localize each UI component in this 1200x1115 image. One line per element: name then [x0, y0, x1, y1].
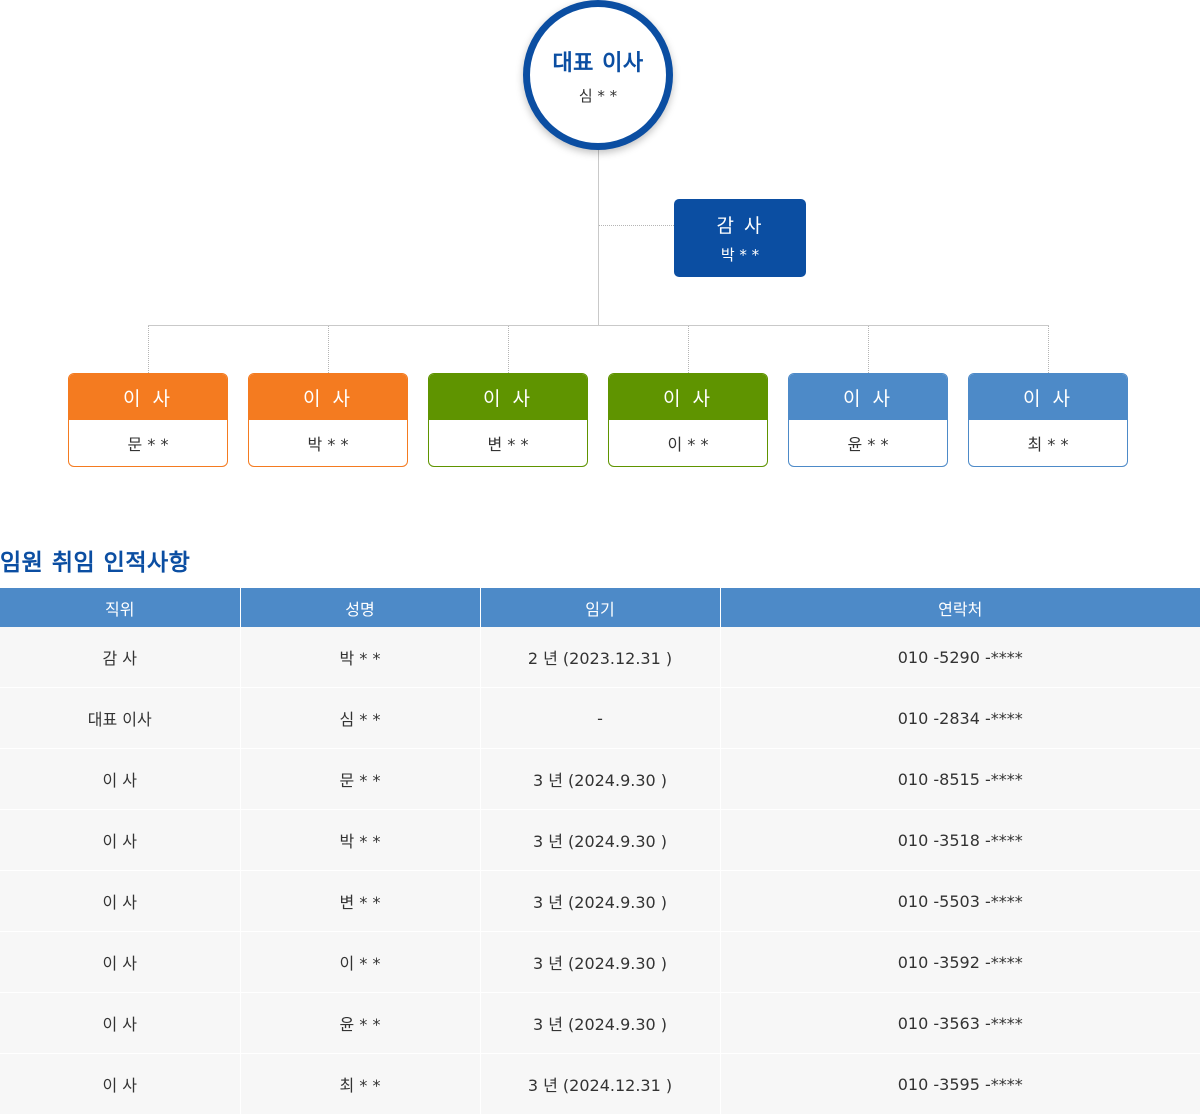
- cell-contact: 010 -3592 -****: [719, 931, 1200, 993]
- cell-position: 이 사: [0, 870, 240, 932]
- director-name: 윤 * *: [847, 435, 889, 454]
- director-title: 이 사: [429, 374, 587, 420]
- ceo-name: 심 * *: [578, 86, 618, 105]
- director-title: 이 사: [789, 374, 947, 420]
- cell-term: 3 년 (2024.9.30 ): [479, 809, 720, 871]
- cell-contact: 010 -2834 -****: [719, 687, 1200, 749]
- director-connector: [508, 326, 509, 373]
- cell-contact: 010 -3563 -****: [719, 992, 1200, 1054]
- director-connector: [148, 326, 149, 373]
- cell-term: -: [479, 687, 720, 749]
- cell-name: 박 * *: [239, 627, 480, 688]
- header-contact: 연락처: [719, 588, 1200, 627]
- cell-term: 3 년 (2024.9.30 ): [479, 870, 720, 932]
- director-title: 이 사: [969, 374, 1127, 420]
- cell-term: 2 년 (2023.12.31 ): [479, 627, 720, 688]
- header-name: 성명: [239, 588, 480, 627]
- cell-term: 3 년 (2024.9.30 ): [479, 748, 720, 810]
- cell-position: 이 사: [0, 931, 240, 993]
- director-connector: [328, 326, 329, 373]
- cell-name: 최 * *: [239, 1053, 480, 1115]
- cell-position: 이 사: [0, 748, 240, 810]
- director-name: 문 * *: [127, 435, 169, 454]
- cell-position: 감 사: [0, 627, 240, 688]
- directors-horizontal-line: [148, 325, 1049, 326]
- cell-term: 3 년 (2024.9.30 ): [479, 992, 720, 1054]
- table-header-row: 직위 성명 임기 연락처: [0, 588, 1200, 627]
- director-connector: [868, 326, 869, 373]
- director-name: 변 * *: [487, 435, 529, 454]
- cell-name: 변 * *: [239, 870, 480, 932]
- cell-name: 이 * *: [239, 931, 480, 993]
- cell-name: 윤 * *: [239, 992, 480, 1054]
- cell-contact: 010 -8515 -****: [719, 748, 1200, 810]
- director-title: 이 사: [249, 374, 407, 420]
- auditor-name: 박 * *: [720, 246, 760, 264]
- director-title: 이 사: [609, 374, 767, 420]
- cell-position: 이 사: [0, 809, 240, 871]
- auditor-node: 감 사 박 * *: [674, 199, 806, 277]
- header-term: 임기: [479, 588, 720, 627]
- cell-term: 3 년 (2024.9.30 ): [479, 931, 720, 993]
- ceo-vertical-line: [598, 150, 599, 325]
- ceo-node: 대표 이사 심 * *: [523, 0, 673, 150]
- cell-name: 박 * *: [239, 809, 480, 871]
- cell-term: 3 년 (2024.12.31 ): [479, 1053, 720, 1115]
- director-name: 박 * *: [307, 435, 349, 454]
- auditor-connector: [599, 225, 674, 226]
- cell-name: 문 * *: [239, 748, 480, 810]
- header-position: 직위: [0, 588, 240, 627]
- ceo-title: 대표 이사: [552, 50, 644, 76]
- section-title: 임원 취임 인적사항: [0, 550, 191, 576]
- cell-contact: 010 -3518 -****: [719, 809, 1200, 871]
- cell-name: 심 * *: [239, 687, 480, 749]
- director-connector: [1048, 326, 1049, 373]
- auditor-title: 감 사: [716, 215, 764, 237]
- director-name: 최 * *: [1027, 435, 1069, 454]
- cell-position: 이 사: [0, 992, 240, 1054]
- cell-position: 이 사: [0, 1053, 240, 1115]
- cell-position: 대표 이사: [0, 687, 240, 749]
- cell-contact: 010 -5503 -****: [719, 870, 1200, 932]
- director-title: 이 사: [69, 374, 227, 420]
- director-connector: [688, 326, 689, 373]
- cell-contact: 010 -3595 -****: [719, 1053, 1200, 1115]
- cell-contact: 010 -5290 -****: [719, 627, 1200, 688]
- director-name: 이 * *: [667, 435, 709, 454]
